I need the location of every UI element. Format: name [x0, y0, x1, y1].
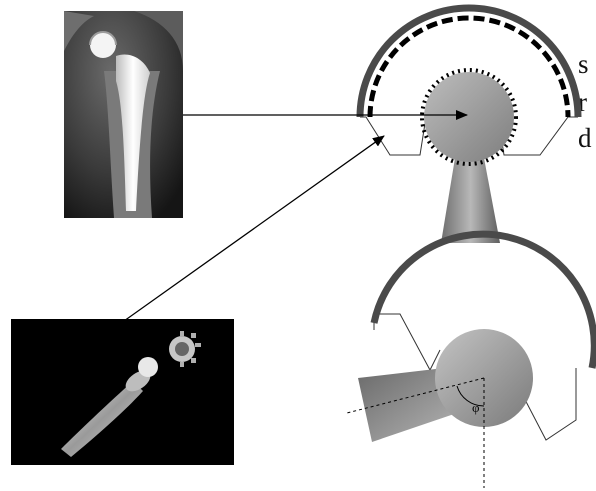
top-femoral-stem	[441, 158, 500, 243]
angle-phi-label: φ	[472, 400, 480, 415]
bottom-joint-diagram: φ	[347, 234, 594, 488]
top-joint-diagram	[360, 8, 578, 243]
top-femoral-head	[424, 72, 514, 162]
arrow-implant-to-socket	[124, 136, 384, 321]
